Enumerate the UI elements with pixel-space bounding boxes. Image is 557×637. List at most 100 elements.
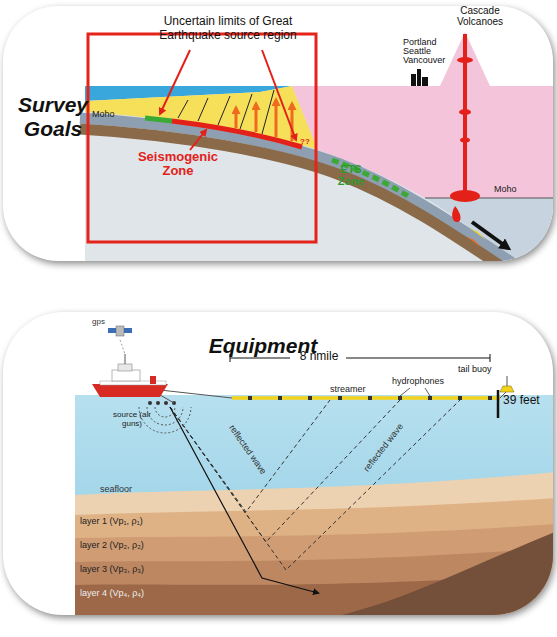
air-guns-part [156, 401, 160, 405]
gps-satellite-part [108, 328, 116, 333]
uplift-arrows-part [235, 108, 238, 128]
hydrophone-marks [248, 396, 492, 400]
uplift-arrows-part [275, 100, 278, 137]
city-icon [411, 69, 428, 86]
city-icon-part [422, 77, 428, 86]
text-label: Moho [494, 185, 517, 195]
pointer-arrows-part [160, 50, 190, 114]
moho-line [425, 198, 553, 199]
hydrophone-marks-part [278, 396, 282, 400]
text-label: layer 3 (Vp₃, ρ₃) [80, 565, 144, 575]
tow-lines [155, 390, 232, 403]
text-label: tail buoy [458, 365, 492, 375]
panel-title: Survey Goals [13, 93, 93, 141]
pointer-arrows-part [262, 50, 296, 140]
text-label: hydrophones [392, 377, 444, 387]
air-gun-waves-part [155, 407, 175, 417]
volcanic-plumbing-part [452, 206, 460, 222]
volcanic-plumbing-part [457, 57, 473, 63]
hydrophone-marks-part [398, 396, 402, 400]
ship [92, 354, 168, 397]
volcanic-plumbing [450, 34, 486, 248]
locked-segment [145, 118, 172, 121]
ray-paths-part [170, 400, 330, 512]
scale-bar [230, 354, 490, 362]
text-label: source (air guns) [106, 411, 158, 429]
volcanic-plumbing-part [460, 138, 470, 143]
ray-paths [170, 400, 460, 570]
hydrophone-marks-part [488, 396, 492, 400]
ray-paths-part [170, 400, 460, 570]
gps-link [120, 340, 125, 354]
refracted-ray [170, 407, 318, 593]
layer-2 [75, 524, 553, 615]
ship-part [125, 354, 126, 364]
tow-lines-part [160, 390, 232, 398]
city-icon-part [417, 69, 421, 86]
text-label: layer 2 (Vp₂, ρ₂) [80, 541, 144, 551]
ship-part [112, 370, 140, 381]
pointer-arrows [160, 50, 296, 150]
hydrophone-marks-part [248, 396, 252, 400]
air-guns-part [148, 401, 152, 405]
text-label: 39 feet [503, 394, 540, 407]
text-label: seafloor [100, 485, 132, 495]
text-label: ?? [300, 138, 310, 147]
air-guns-part [164, 401, 168, 405]
gps-satellite-part [124, 328, 132, 333]
hydrophone-marks-part [428, 396, 432, 400]
streamer-cable [232, 396, 500, 400]
text-label: Moho [92, 110, 115, 120]
seismogenic-line [172, 121, 302, 147]
city-icon-part [411, 74, 416, 86]
fault-lines-part [218, 96, 230, 125]
uplift-arrows-part [291, 104, 294, 141]
text-label: Cascade Volcanoes [448, 6, 512, 27]
tail-buoy-icon-part [507, 376, 508, 386]
fault-lines-part [198, 98, 208, 121]
hydrophone-leaders-part [400, 388, 410, 396]
survey-scene [75, 326, 553, 615]
text-label: Uncertain limits of Great Earthquake sou… [148, 15, 308, 43]
ship-part [92, 384, 168, 397]
text-label: ETS Zone [333, 164, 369, 187]
hydrophone-marks-part [308, 396, 312, 400]
fault-lines-part [178, 100, 188, 118]
volcanic-plumbing-part [466, 236, 482, 248]
tail-buoy-icon-part [500, 386, 514, 392]
hydrophone-marks-part [368, 396, 372, 400]
hydrophone-leaders [400, 388, 430, 396]
text-label: 8 nmile [290, 350, 348, 363]
fault-lines-part [240, 94, 252, 129]
text-label: layer 1 (Vp₁, ρ₁) [80, 517, 143, 527]
hydrophone-marks-part [458, 396, 462, 400]
hydrophone-leaders-part [425, 388, 430, 396]
volcanic-plumbing-part [459, 109, 471, 115]
air-gun-waves-part [147, 407, 183, 425]
hydrophone-marks-part [338, 396, 342, 400]
sea [75, 395, 553, 615]
gps-satellite-part [116, 326, 124, 336]
ets-line [332, 160, 408, 196]
gps-satellite [108, 326, 132, 336]
scale-bar-part [230, 358, 290, 359]
text-label: gps [92, 318, 105, 327]
depth-bar [497, 390, 500, 418]
ship-part [100, 381, 166, 385]
text-label: Portland Seattle Vancouver [403, 38, 447, 65]
focus-box [88, 34, 316, 242]
scale-bar-part [230, 354, 231, 362]
ship-part [150, 376, 156, 384]
text-label: layer 4 (Vp₄, ρ₄) [80, 589, 144, 599]
scale-bar-part [490, 354, 491, 362]
seafloor-layer [75, 472, 553, 615]
text-label: Seismogenic Zone [132, 150, 224, 179]
fault-lines-part [262, 90, 274, 134]
plate-motion-arrow [472, 222, 508, 248]
scale-bar-part [346, 358, 490, 359]
layer-1 [75, 498, 553, 615]
uplift-arrows-part [255, 104, 258, 132]
basement-hill [320, 532, 553, 615]
volcanic-plumbing-part [450, 190, 480, 202]
